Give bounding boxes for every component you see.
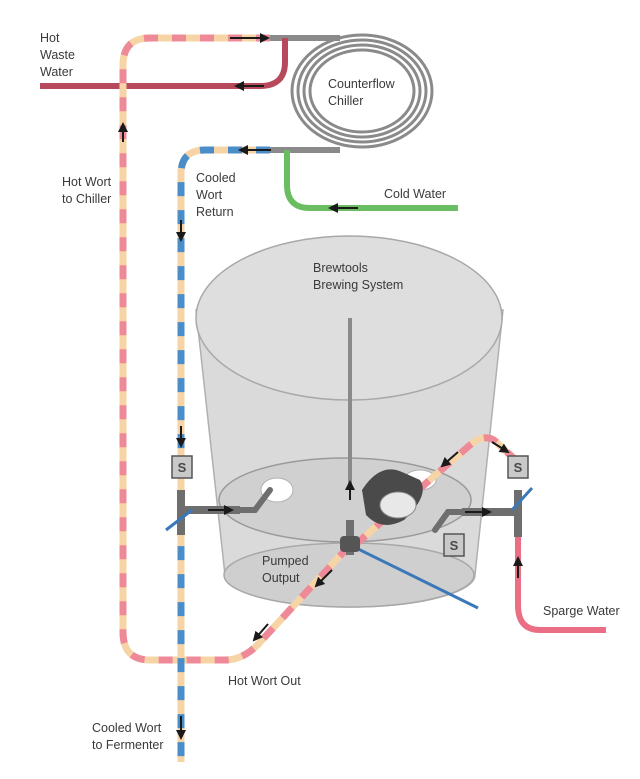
flow-arrows — [118, 33, 523, 740]
valve-inner[interactable]: S — [443, 533, 465, 557]
brewing-vessel — [195, 235, 504, 608]
pumped-output-label: Pumped Output — [262, 554, 312, 585]
cooled-wort-pipe — [177, 146, 270, 762]
hot-wort-to-chiller-label: Hot Wort to Chiller — [62, 175, 115, 206]
valve-right[interactable]: S — [507, 455, 529, 479]
counterflow-chiller-coil — [270, 33, 434, 153]
svg-text:S: S — [450, 538, 459, 553]
cold-water-pipe — [284, 150, 458, 211]
hot-waste-water-label: Hot Waste Water — [40, 31, 78, 79]
hot-waste-water-pipe — [40, 38, 288, 89]
hot-wort-out-label: Hot Wort Out — [228, 674, 301, 688]
svg-text:S: S — [178, 460, 187, 475]
sparge-water-label: Sparge Water — [543, 604, 620, 618]
cooled-wort-to-fermenter-label: Cooled Wort to Fermenter — [92, 721, 165, 752]
pump — [340, 469, 423, 552]
svg-text:S: S — [514, 460, 523, 475]
valve-left[interactable]: S — [171, 455, 193, 479]
sparge-water-pipe — [515, 537, 606, 633]
cold-water-label: Cold Water — [384, 187, 446, 201]
brewing-system-label: Brewtools Brewing System — [313, 261, 403, 292]
valve-handles[interactable] — [165, 486, 534, 610]
cooled-wort-return-label: Cooled Wort Return — [196, 171, 239, 219]
counterflow-chiller-label: Counterflow Chiller — [328, 77, 398, 108]
